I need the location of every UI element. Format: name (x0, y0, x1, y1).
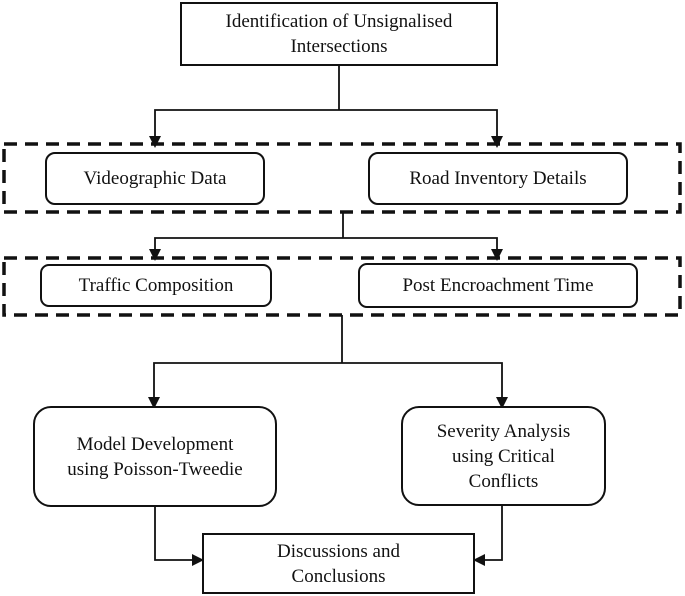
node-traffic-composition: Traffic Composition (40, 264, 272, 307)
node-severity-analysis-line3: Conflicts (468, 470, 539, 492)
node-severity-analysis-line1: Severity Analysis (436, 420, 571, 442)
arrowhead-down-severity (496, 397, 508, 409)
arrowhead-down-traffic (149, 249, 161, 261)
node-discussions-conclusions-line1: Discussions and (277, 540, 400, 562)
node-model-development-line1: Model Development (76, 433, 234, 455)
node-post-encroachment-time-label: Post Encroachment Time (402, 275, 594, 296)
node-identification-line2: Intersections (290, 36, 388, 57)
arrowhead-down-model (148, 397, 160, 409)
connector-lines (153, 66, 503, 561)
node-videographic-data: Videographic Data (45, 152, 265, 205)
node-severity-analysis: Severity Analysis using Critical Conflic… (401, 406, 606, 506)
arrowhead-down-road-inventory (491, 136, 503, 148)
node-traffic-composition-label: Traffic Composition (78, 275, 234, 296)
node-videographic-data-label: Videographic Data (83, 168, 227, 189)
node-post-encroachment-time: Post Encroachment Time (358, 263, 638, 308)
node-identification-line1: Identification of Unsignalised (225, 11, 453, 32)
node-discussions-conclusions-line2: Conclusions (291, 565, 386, 587)
dashed-container-data-collection (2, 142, 682, 214)
node-road-inventory-details-label: Road Inventory Details (409, 168, 587, 189)
node-identification: Identification of Unsignalised Intersect… (180, 2, 498, 66)
node-model-development: Model Development using Poisson-Tweedie (33, 406, 277, 507)
node-discussions-conclusions: Discussions and Conclusions (202, 533, 475, 594)
node-road-inventory-details: Road Inventory Details (368, 152, 628, 205)
node-model-development-line2: using Poisson-Tweedie (67, 458, 243, 480)
arrowhead-down-videographic (149, 136, 161, 148)
arrowhead-left-discussions (473, 554, 485, 566)
node-severity-analysis-line2: using Critical (452, 445, 555, 467)
arrowhead-right-discussions (192, 554, 204, 566)
arrowhead-down-pet (491, 249, 503, 261)
